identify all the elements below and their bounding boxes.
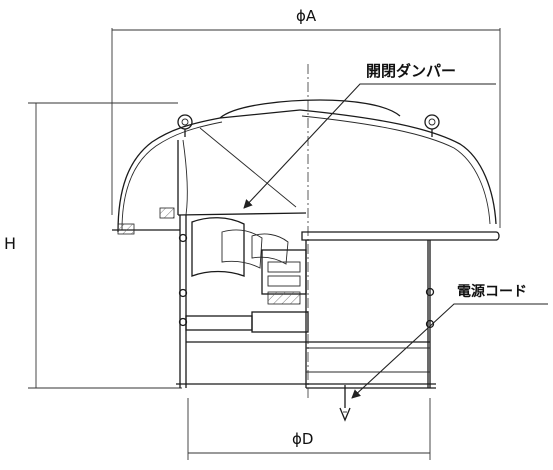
damper [191, 217, 289, 277]
lifting-eye-left [177, 114, 193, 137]
dimension-h [28, 102, 182, 389]
dimension-a-label: ϕA [296, 7, 317, 25]
power-cord [339, 385, 351, 422]
body-left [176, 215, 306, 388]
hood-dome [219, 99, 500, 241]
dimension-a [111, 28, 501, 228]
body-right [305, 240, 436, 389]
damper-callout: 開閉ダンパー [366, 62, 457, 80]
cord-leader-line [351, 303, 548, 399]
cord-callout: 電源コード [457, 284, 527, 300]
dimension-d-label: ϕD [292, 430, 314, 448]
dimension-h-label: H [4, 234, 17, 253]
damper-leader-line [243, 83, 496, 209]
dimension-d [187, 398, 431, 460]
hood-section [112, 109, 307, 235]
lifting-eye-right [424, 114, 440, 137]
